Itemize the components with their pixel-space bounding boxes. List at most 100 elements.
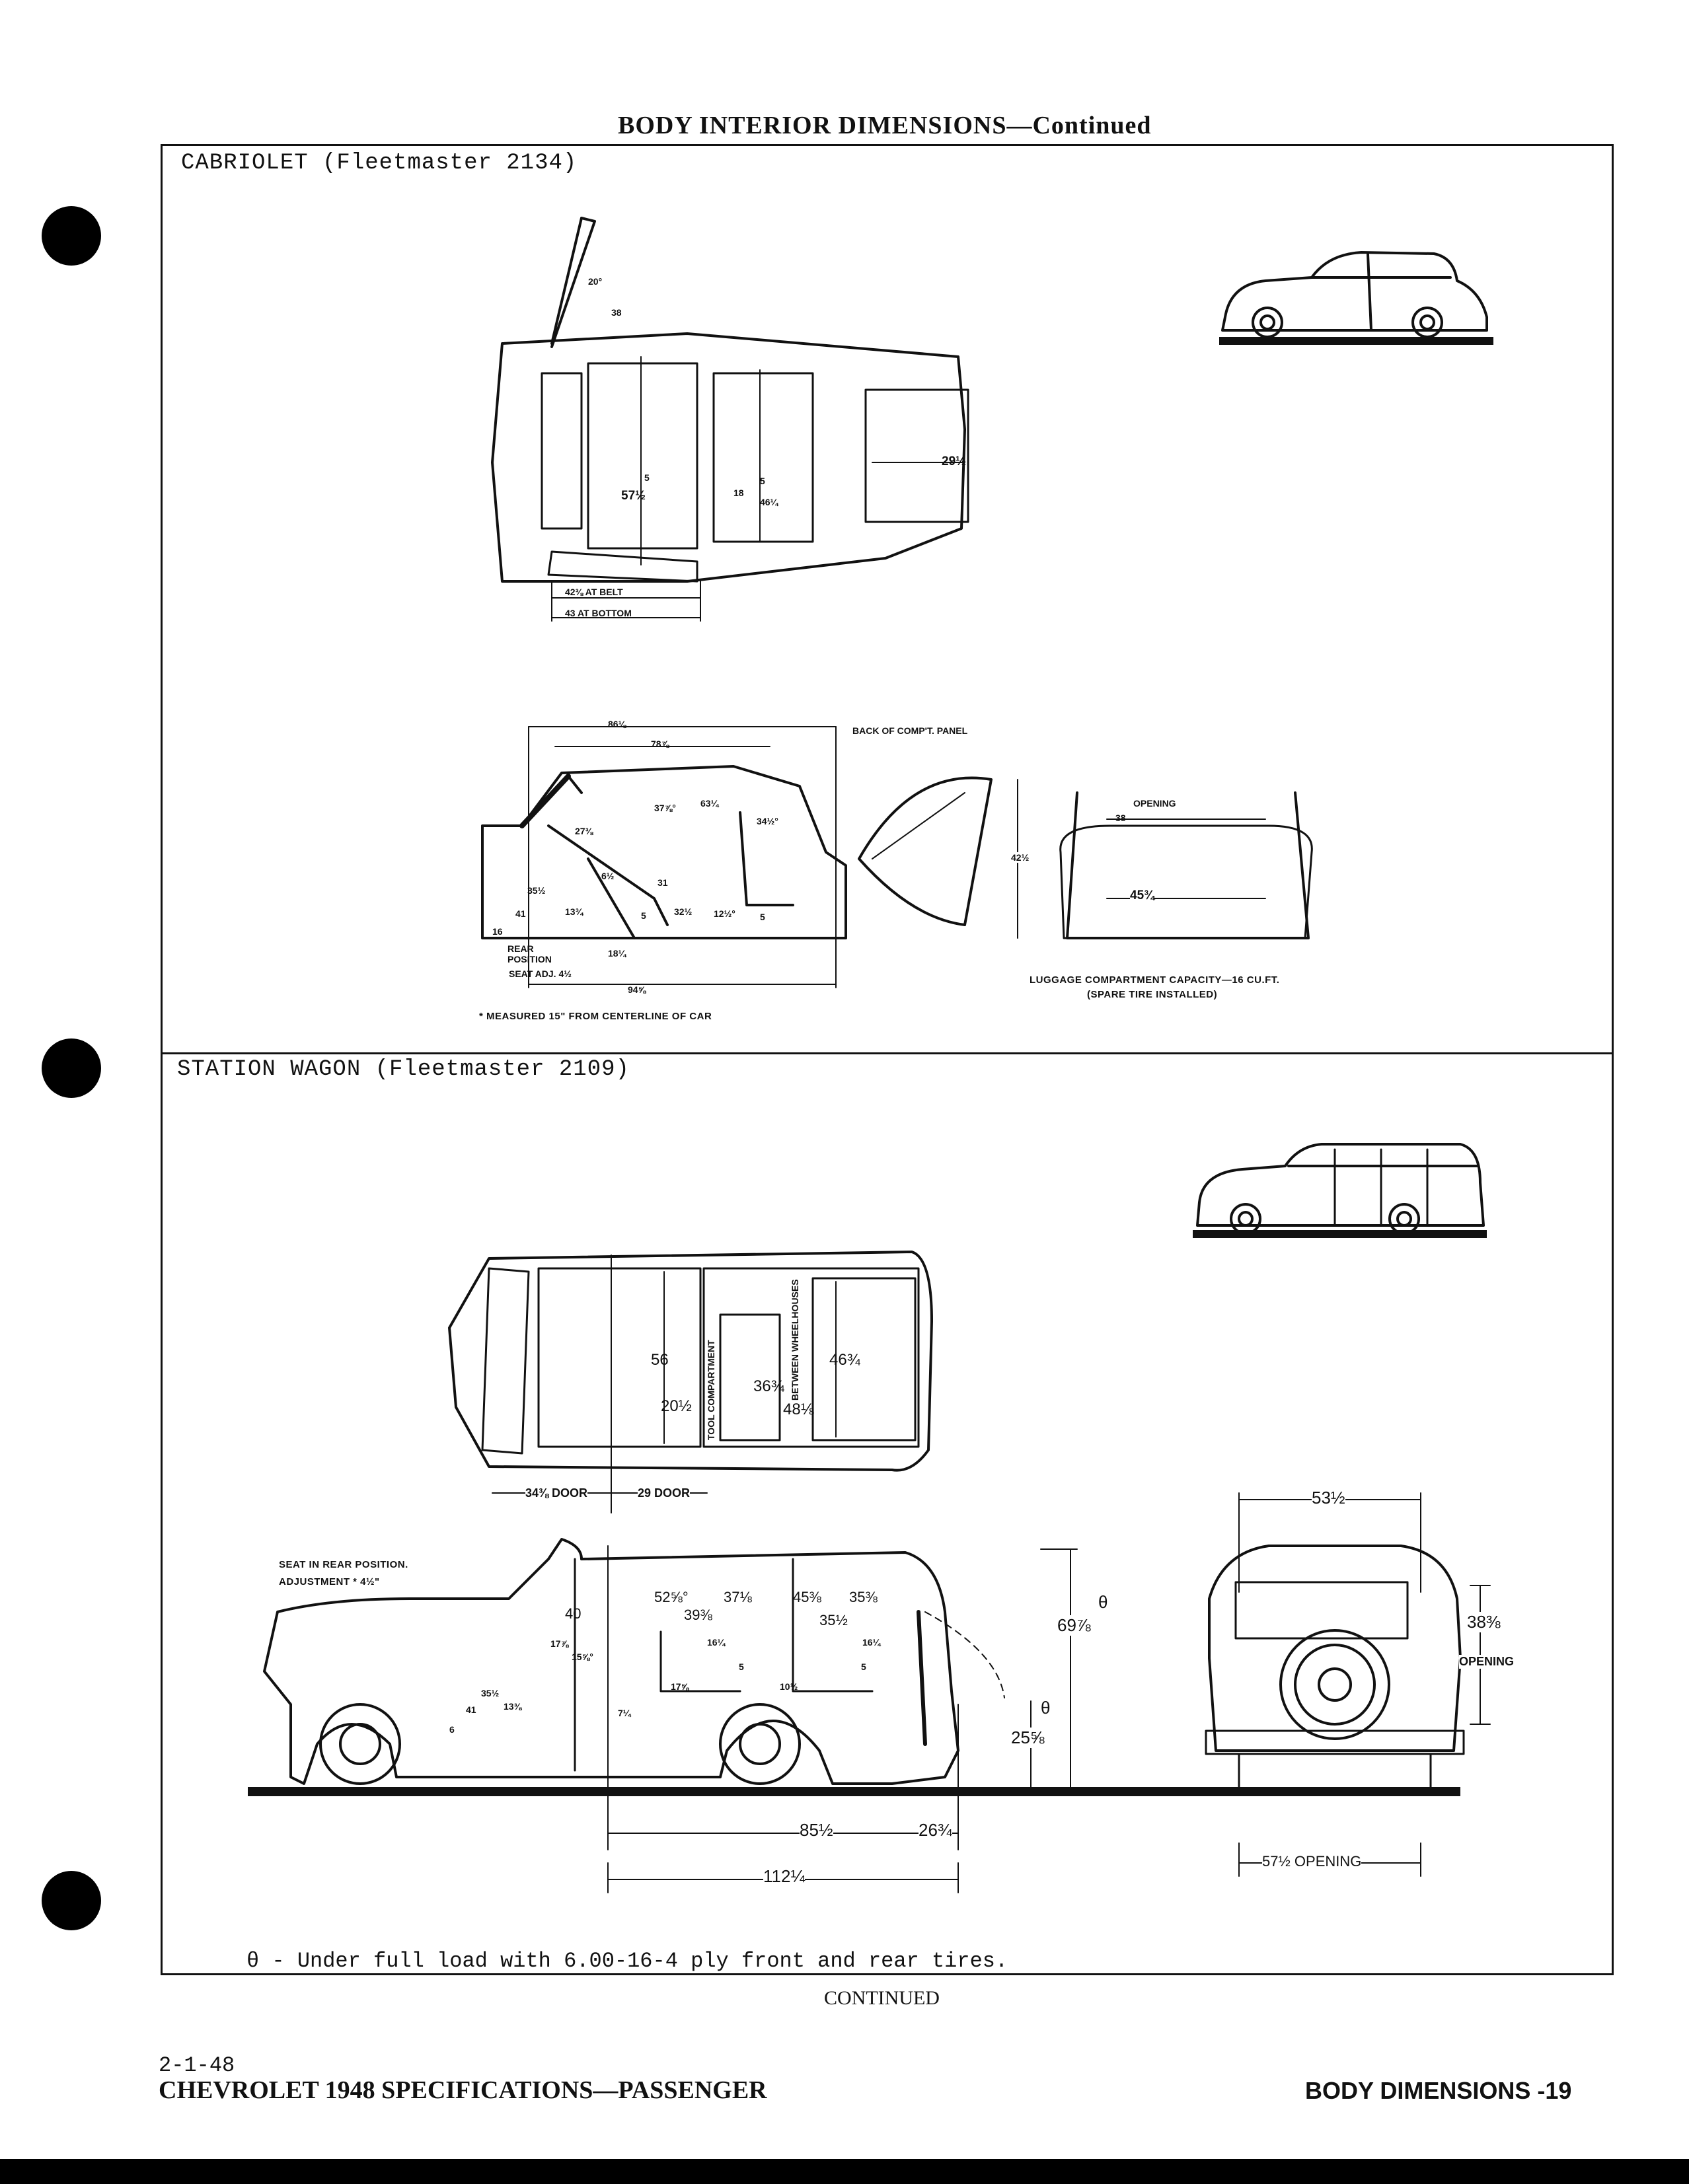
lug-spare: (SPARE TIRE INSTALLED) [1087, 989, 1218, 1000]
wag-dim-35a: 35⅜ [849, 1589, 878, 1605]
lug-dim-45: 45¾ [1130, 889, 1154, 903]
section-divider [161, 1052, 1614, 1054]
continued-label: CONTINUED [824, 1987, 940, 2009]
cab-dim-18b: 18¼ [608, 948, 626, 959]
cab-dim-29: 29½ [942, 455, 966, 468]
wag-theta-1: θ [1098, 1592, 1108, 1612]
wag-seat-note-2: ADJUSTMENT * 4½" [279, 1576, 380, 1587]
cab-dim-27: 27⅜ [575, 826, 593, 836]
footer-left: CHEVROLET 1948 SPECIFICATIONS—PASSENGER [159, 2076, 767, 2104]
cab-dim-12: 12½° [714, 908, 735, 919]
wag-dim-35c: 35½ [481, 1688, 500, 1698]
wagon-footnote: θ - Under full load with 6.00-16-4 ply f… [246, 1949, 1008, 1973]
cab-dim-6: 6½ [601, 871, 615, 881]
cab-at-bottom: 43 AT BOTTOM [565, 608, 632, 618]
wag-tool-compartment: TOOL COMPARTMENT [706, 1340, 716, 1440]
wag-dim-46: 46¾ [829, 1351, 860, 1369]
cabriolet-plan-view [491, 217, 969, 622]
wag-dim-20: 20½ [661, 1397, 692, 1415]
cab-dim-35: 35½ [527, 885, 546, 896]
lug-capacity: LUGGAGE COMPARTMENT CAPACITY—16 CU.FT. [1030, 974, 1280, 986]
lug-opening: OPENING [1133, 798, 1176, 809]
cab-seat-adj: SEAT ADJ. 4½ [509, 968, 572, 979]
cab-dim-57: 57½ [621, 489, 646, 503]
wagon-plan-view [448, 1251, 933, 1513]
cab-dim-18: 18 [733, 488, 744, 498]
cab-at-belt: 42⅜ AT BELT [565, 587, 623, 597]
cab-dim-13: 13¾ [565, 906, 583, 917]
wag-dim-40: 40 [565, 1605, 582, 1622]
wag-dim-69: 69⅞ [1057, 1615, 1091, 1636]
wag-dim-10: 10½ [780, 1681, 798, 1692]
wag-rear-opening: OPENING [1459, 1655, 1515, 1669]
cab-dim-5c: 5 [641, 910, 646, 921]
cab-dim-38: 38 [611, 307, 622, 318]
cab-dim-5d: 5 [760, 912, 765, 922]
cabriolet-thumbnail [1219, 251, 1493, 345]
cab-dim-94: 94⅝ [628, 984, 646, 995]
wag-dim-52: 52⅝° [654, 1589, 689, 1605]
wag-dim-48: 48⅛ [783, 1401, 814, 1418]
cabriolet-title: CABRIOLET (Fleetmaster 2134) [181, 151, 578, 176]
cab-dim-86: 86⅛ [608, 719, 626, 729]
cab-dim-16: 16 [492, 926, 503, 937]
wagon-thumbnail [1193, 1143, 1487, 1238]
punch-hole-top [42, 206, 101, 266]
wag-dim-16b: 16¼ [862, 1637, 881, 1648]
cab-dim-78: 78⅞ [651, 739, 669, 749]
cab-dim-42: 42½ [1011, 852, 1030, 863]
cab-dim-31: 31 [657, 877, 668, 888]
wag-dim-6: 6 [449, 1724, 455, 1735]
cab-rear-position: REAR POSITION [507, 943, 552, 965]
punch-hole-middle [42, 1038, 101, 1098]
wag-dim-25: 25⅝ [1011, 1728, 1045, 1748]
cab-angle-label: 20° [588, 276, 603, 287]
cab-dim-32: 32½ [674, 906, 693, 917]
wag-dim-16a: 16¼ [707, 1637, 726, 1648]
cab-dim-5a: 5 [644, 472, 650, 483]
wag-dim-45: 45⅜ [793, 1589, 821, 1605]
wag-dim-7: 7¼ [618, 1708, 631, 1718]
wag-door-34: 34⅜ DOOR [525, 1486, 588, 1500]
wag-dim-5b: 5 [861, 1661, 866, 1672]
wag-between-wheelhouses: BETWEEN WHEELHOUSES [790, 1279, 800, 1401]
punch-hole-bottom [42, 1871, 101, 1930]
wag-dim-37: 37⅛ [724, 1589, 752, 1605]
wag-dim-35b: 35½ [819, 1612, 848, 1628]
wag-door-29: 29 DOOR [638, 1486, 691, 1500]
scan-edge-bar [0, 2159, 1689, 2184]
wagon-side-section [248, 1538, 1460, 1893]
cab-dim-34: 34½° [757, 816, 778, 826]
wagon-title: STATION WAGON (Fleetmaster 2109) [177, 1057, 630, 1082]
wag-dim-13: 13⅜ [504, 1701, 522, 1712]
cab-dim-46: 46¼ [760, 497, 778, 507]
wag-dim-5a: 5 [739, 1661, 744, 1672]
figure-frame [161, 144, 1614, 1975]
wag-rear-53: 53½ [1312, 1488, 1345, 1508]
cabriolet-luggage-view [1059, 791, 1313, 939]
wag-rear-38: 38⅜ [1467, 1612, 1501, 1632]
page-heading: BODY INTERIOR DIMENSIONS—Continued [618, 112, 1152, 139]
wag-dim-85: 85½ [800, 1820, 833, 1840]
wag-dim-112: 112¼ [763, 1866, 806, 1887]
lug-dim-38: 38 [1115, 813, 1126, 823]
wag-theta-2: θ [1041, 1698, 1051, 1718]
cabriolet-side-section [481, 726, 1018, 988]
cab-dim-63: 63¼ [700, 798, 719, 809]
cab-measured-note: * MEASURED 15" FROM CENTERLINE OF CAR [479, 1011, 712, 1022]
footer-right: BODY DIMENSIONS -19 [1305, 2077, 1572, 2104]
page-date: 2-1-48 [159, 2053, 235, 2078]
wag-dim-15: 15⅝° [572, 1652, 593, 1662]
cab-dim-37: 37⅞° [654, 803, 676, 813]
wag-rear-57: 57½ OPENING [1262, 1853, 1362, 1870]
wag-dim-56: 56 [651, 1351, 669, 1369]
cab-dim-5b: 5 [760, 476, 765, 486]
wagon-rear-view [1205, 1492, 1491, 1877]
wag-dim-39: 39⅜ [684, 1607, 712, 1623]
wag-dim-36: 36¾ [753, 1377, 784, 1395]
wag-seat-note-1: SEAT IN REAR POSITION. [279, 1559, 408, 1570]
cab-back-panel: BACK OF COMP'T. PANEL [852, 725, 968, 736]
wag-dim-17: 17⅞ [550, 1638, 569, 1649]
wag-dim-17b: 17⅝ [671, 1681, 689, 1692]
